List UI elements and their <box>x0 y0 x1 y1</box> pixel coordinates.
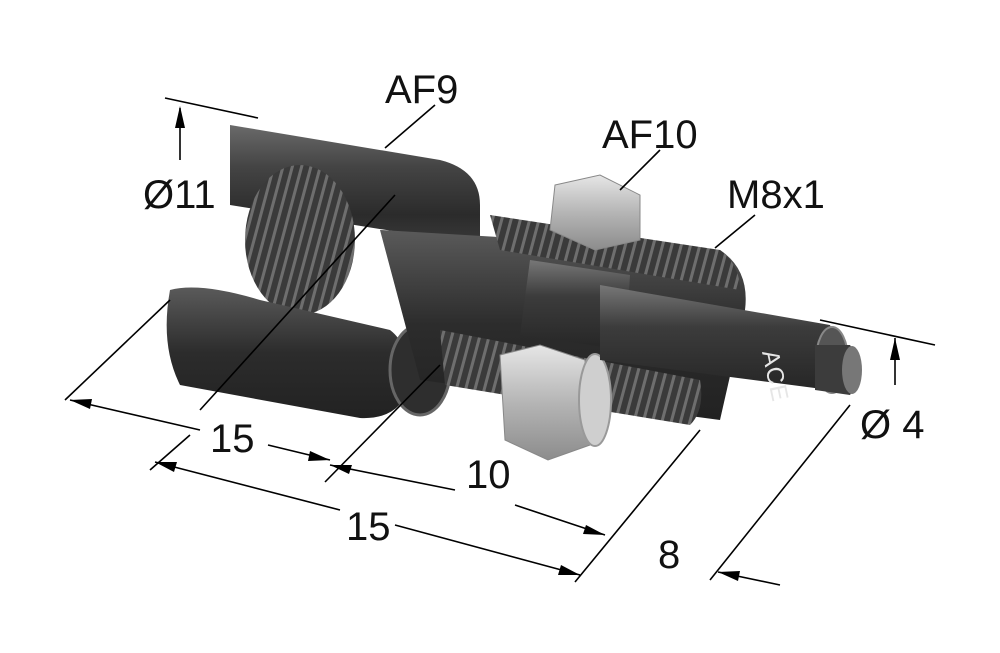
label-dim-front-15: 15 <box>210 417 255 461</box>
dim8-arrow <box>718 571 740 581</box>
dim10-arrow-left <box>330 465 352 474</box>
label-dim-10: 10 <box>466 453 511 497</box>
thread-leader <box>714 214 756 249</box>
af9-leader <box>384 104 436 149</box>
hex-nut-bottom <box>499 344 591 461</box>
piston-rod <box>600 285 838 390</box>
dia4-arrowhead <box>890 338 900 360</box>
part-illustration: ACE <box>166 125 862 461</box>
dia11-extension <box>164 97 259 119</box>
dim15b-line-right <box>394 524 581 576</box>
label-diameter-outer: Ø11 <box>143 173 216 217</box>
dim15a-arrow-right <box>308 451 330 461</box>
dim10-ext-left <box>324 364 441 483</box>
dim15a-ext-mid <box>199 194 396 411</box>
dim8-ext-right <box>709 404 851 581</box>
hex-nut-top <box>549 174 641 251</box>
housing-bore-thread <box>245 165 355 315</box>
nut-face <box>578 353 612 447</box>
housing-front <box>166 287 410 419</box>
dim15a-line-left <box>69 399 201 431</box>
af10-leader <box>619 149 661 191</box>
label-thread: M8x1 <box>727 173 825 217</box>
dim10-line-left <box>329 464 456 491</box>
label-diameter-shaft: Ø 4 <box>860 403 924 447</box>
dim15a-ext-left <box>64 299 171 401</box>
dim15b-line-left <box>154 461 341 511</box>
dia4-extension <box>819 319 936 346</box>
label-af9: AF9 <box>385 68 458 112</box>
rod-tip-face <box>842 346 862 394</box>
dimension-lines <box>64 97 936 586</box>
label-af10: AF10 <box>602 113 698 157</box>
dim15b-arrow-right <box>558 565 580 575</box>
dim15b-ext-left <box>149 434 191 471</box>
label-dim-8: 8 <box>658 533 680 577</box>
dim15a-arrow-left <box>70 399 92 409</box>
thread-upper <box>490 215 740 290</box>
label-dim-total-15: 15 <box>346 505 391 549</box>
dim15b-ext-right <box>574 429 701 583</box>
dim15b-arrow-left <box>155 462 177 472</box>
dia11-arrowhead <box>175 106 185 128</box>
dim10-arrow-right <box>583 525 605 535</box>
leader-lines <box>384 104 756 249</box>
dimension-labels: AF9 AF10 M8x1 Ø11 Ø 4 15 10 15 8 <box>143 68 924 577</box>
